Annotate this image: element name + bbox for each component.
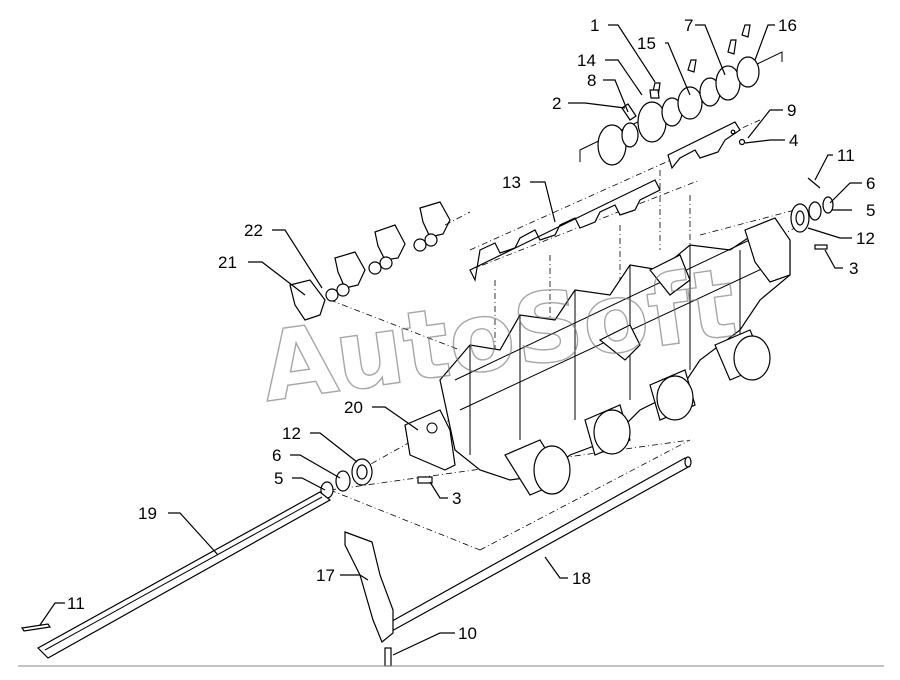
callout-15: 15 <box>637 34 656 53</box>
callout-20: 20 <box>344 398 363 417</box>
leader-lines <box>39 24 862 656</box>
callout-11-top: 11 <box>837 146 855 165</box>
callout-14: 14 <box>577 51 596 70</box>
callout-3-left: 3 <box>452 489 461 508</box>
long-rod-19 <box>20 491 332 659</box>
callout-7: 7 <box>684 16 693 35</box>
frame-assembly <box>439 229 791 496</box>
hub-cylinders <box>504 329 771 496</box>
callout-1: 1 <box>590 16 599 35</box>
lever-17 <box>344 531 394 643</box>
left-bearing-group <box>320 409 456 499</box>
callout-2: 2 <box>552 94 561 113</box>
comb-strips-13 <box>469 121 741 282</box>
pin-10 <box>384 647 392 667</box>
callout-12-left: 12 <box>282 424 301 443</box>
callout-5-right: 5 <box>866 201 875 220</box>
callout-6-right: 6 <box>866 174 875 193</box>
right-bearing-group <box>730 129 834 283</box>
callout-19: 19 <box>138 504 157 523</box>
callout-16: 16 <box>778 16 797 35</box>
callout-21: 21 <box>218 253 237 272</box>
callout-17: 17 <box>316 566 335 585</box>
callout-3-right: 3 <box>849 259 858 278</box>
callout-12-right: 12 <box>856 229 875 248</box>
callout-18: 18 <box>572 569 591 588</box>
callout-labels: 1 14 15 7 16 8 2 9 4 11 6 5 12 3 13 22 2… <box>67 16 875 643</box>
callout-5-left: 5 <box>274 469 283 488</box>
callout-10: 10 <box>458 624 477 643</box>
callout-22: 22 <box>244 221 263 240</box>
callout-6-left: 6 <box>272 446 281 465</box>
callout-11-bottom: 11 <box>67 594 85 613</box>
callout-9: 9 <box>787 101 796 120</box>
callout-4: 4 <box>789 131 798 150</box>
callout-13: 13 <box>502 173 521 192</box>
callout-8: 8 <box>587 71 596 90</box>
gear-cluster <box>579 24 783 166</box>
